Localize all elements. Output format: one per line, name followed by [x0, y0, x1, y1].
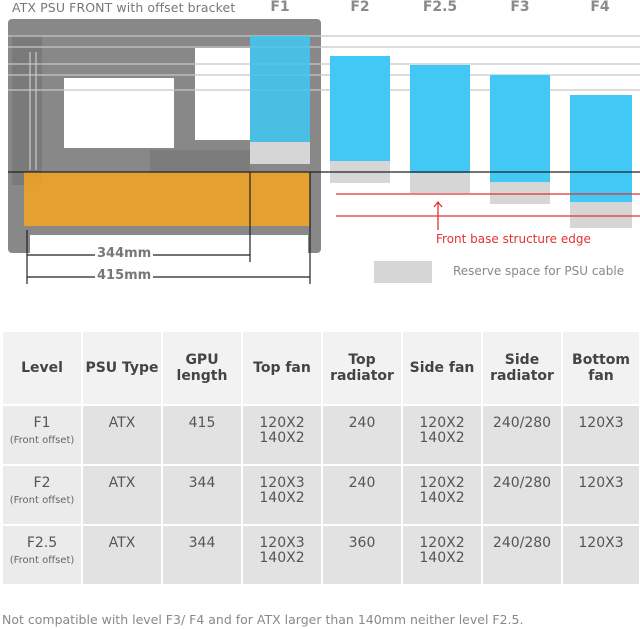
radiator-zone-f2-5	[410, 65, 470, 173]
level-subtext: (Front offset)	[9, 555, 75, 566]
cable-reserve-f3	[490, 182, 550, 204]
level-cell: F2 (Front offset)	[1, 464, 83, 526]
header-side-fan: Side fan	[401, 330, 483, 406]
case-base-gap	[30, 235, 308, 254]
psu-cell: ATX	[81, 404, 163, 466]
bottom-fan-cell: 120X3	[561, 524, 640, 586]
top-radiator-cell: 240	[321, 464, 403, 526]
case-rear-panel	[12, 35, 42, 185]
cable-reserve-legend-swatch	[374, 261, 432, 283]
gpu-cell: 344	[161, 524, 243, 586]
level-guide-lines	[8, 35, 640, 91]
case-cutout-small	[195, 48, 250, 140]
case-mount-plate	[150, 150, 250, 172]
level-label-f2-5: F2.5	[422, 0, 458, 15]
diagram-title: ATX PSU FRONT with offset bracket	[12, 0, 236, 15]
psu-zone	[24, 172, 310, 226]
radiator-zone-f2	[330, 56, 390, 161]
level-value: F2.5	[26, 535, 58, 551]
side-radiator-cell: 240/280	[481, 404, 563, 466]
header-level: Level	[1, 330, 83, 406]
gpu-cell: 415	[161, 404, 243, 466]
header-top-fan: Top fan	[241, 330, 323, 406]
level-subtext: (Front offset)	[9, 435, 75, 446]
header-side-radiator: Side radiator	[481, 330, 563, 406]
bottom-fan-cell: 120X3	[561, 404, 640, 466]
header-psu-type: PSU Type	[81, 330, 163, 406]
top-fan-option: 120X3	[259, 475, 305, 491]
cable-reserve-f4	[570, 202, 632, 228]
level-subtext: (Front offset)	[9, 495, 75, 506]
radiator-zone-f3	[490, 75, 550, 182]
level-cell: F2.5 (Front offset)	[1, 524, 83, 586]
header-gpu-length: GPU length	[161, 330, 243, 406]
side-fan-option: 120X2	[419, 415, 465, 431]
top-fan-option: 140X2	[259, 430, 305, 446]
gpu-cell: 344	[161, 464, 243, 526]
dimension-label-415: 415mm	[95, 268, 154, 283]
header-bottom-fan: Bottom fan	[561, 330, 640, 406]
side-fan-option: 120X2	[419, 475, 465, 491]
cable-reserve-legend-label: Reserve space for PSU cable	[453, 264, 625, 278]
radiator-zone-f4	[570, 95, 632, 202]
side-radiator-cell: 240/280	[481, 464, 563, 526]
top-radiator-cell: 240	[321, 404, 403, 466]
header-top-radiator: Top radiator	[321, 330, 403, 406]
side-fan-option: 140X2	[419, 490, 465, 506]
level-value: F1	[33, 415, 51, 431]
top-fan-option: 140X2	[259, 490, 305, 506]
side-fan-option: 140X2	[419, 430, 465, 446]
top-fan-option: 120X2	[259, 415, 305, 431]
level-value: F2	[33, 475, 51, 491]
side-radiator-cell: 240/280	[481, 524, 563, 586]
front-edge-label: Front base structure edge	[436, 232, 591, 246]
cable-reserve-f1	[250, 142, 310, 164]
compatibility-footnote: Not compatible with level F3/ F4 and for…	[2, 612, 524, 627]
cable-reserve-f2-5	[410, 173, 470, 193]
level-label-f4: F4	[590, 0, 610, 15]
compatibility-table: Level PSU Type GPU length Top fan Top ra…	[1, 330, 640, 586]
top-fan-option: 120X3	[259, 535, 305, 551]
top-fan-option: 140X2	[259, 550, 305, 566]
dimension-label-344: 344mm	[95, 246, 154, 261]
table-header-row: Level PSU Type GPU length Top fan Top ra…	[1, 330, 640, 406]
psu-cell: ATX	[81, 524, 163, 586]
top-radiator-cell: 360	[321, 524, 403, 586]
level-label-f3: F3	[510, 0, 530, 15]
case-diagram: ATX PSU FRONT with offset bracket F1 F2 …	[0, 0, 640, 300]
level-label-f2: F2	[350, 0, 370, 15]
psu-cell: ATX	[81, 464, 163, 526]
level-cell: F1 (Front offset)	[1, 404, 83, 466]
case-cutout-large	[64, 78, 174, 148]
bottom-fan-cell: 120X3	[561, 464, 640, 526]
rear-vent-slots	[29, 52, 37, 170]
side-fan-option: 140X2	[419, 550, 465, 566]
side-fan-option: 120X2	[419, 535, 465, 551]
case-diagram-graphic	[8, 19, 640, 284]
front-edge-lines	[336, 193, 640, 230]
level-label-f1: F1	[270, 0, 290, 15]
radiator-zone-f1	[250, 36, 310, 142]
